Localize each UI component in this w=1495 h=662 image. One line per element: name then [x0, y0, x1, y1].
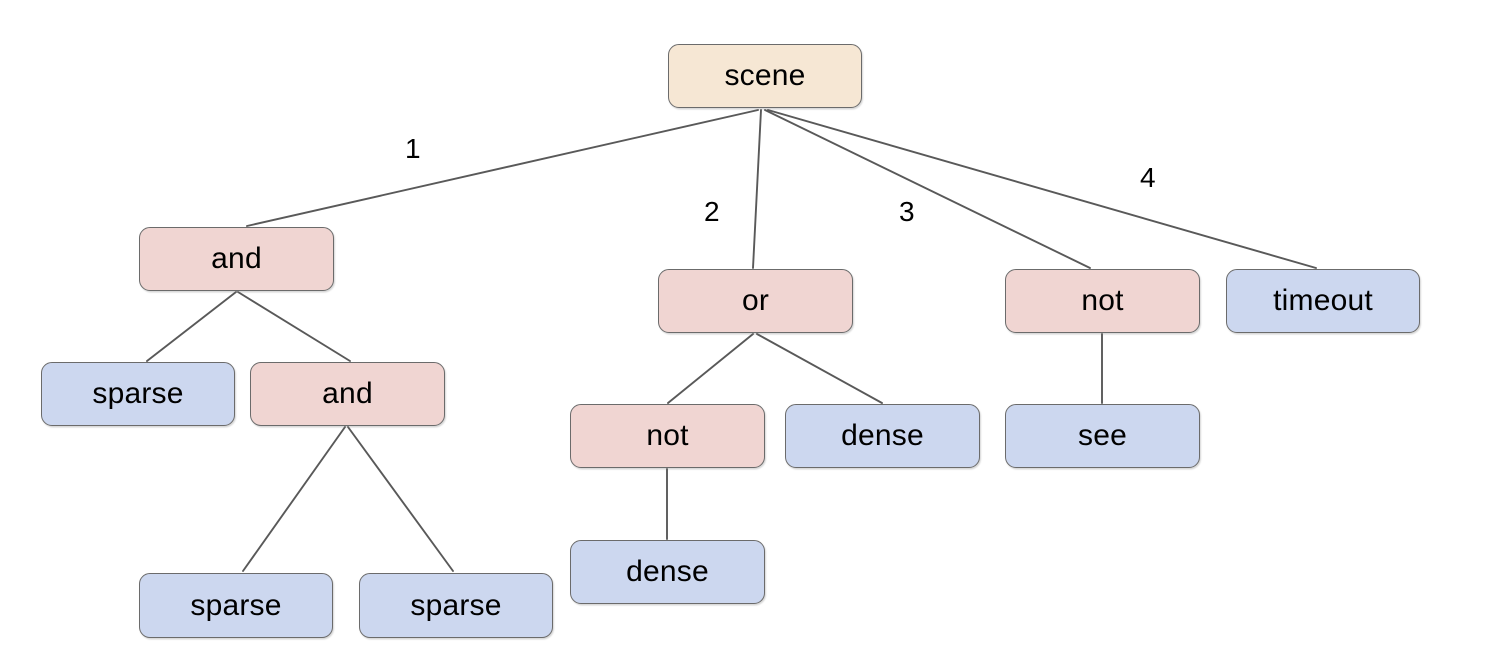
edge-label-1: 1: [405, 133, 421, 164]
tree-node-label: dense: [626, 555, 709, 588]
tree-node-and1[interactable]: and: [139, 227, 334, 291]
tree-node-label: not: [1081, 284, 1124, 317]
tree-edge-and1-to-sparse1: [146, 291, 237, 362]
tree-edge-and2-to-sparse2: [242, 426, 346, 572]
tree-node-dense1[interactable]: dense: [785, 404, 980, 468]
tree-edge-scene-to-or1: [752, 109, 762, 269]
tree-edge-scene-to-timeout: [767, 109, 1317, 269]
tree-node-or1[interactable]: or: [658, 269, 853, 333]
tree-node-label: and: [211, 242, 262, 275]
tree-node-timeout[interactable]: timeout: [1226, 269, 1420, 333]
tree-node-label: timeout: [1273, 284, 1373, 317]
tree-node-dense2[interactable]: dense: [570, 540, 765, 604]
tree-node-label: or: [741, 284, 770, 317]
tree-node-sparse1[interactable]: sparse: [41, 362, 235, 426]
edge-label-2: 2: [704, 196, 720, 227]
tree-node-label: see: [1078, 419, 1127, 452]
tree-node-sparse2[interactable]: sparse: [139, 573, 333, 638]
edge-label-3: 3: [899, 196, 915, 227]
tree-node-not2[interactable]: not: [1005, 269, 1200, 333]
tree-node-label: sparse: [92, 377, 184, 410]
tree-node-label: dense: [841, 419, 924, 452]
tree-edge-or1-to-dense1: [756, 333, 883, 404]
tree-edge-scene-to-and1: [246, 109, 759, 227]
tree-node-scene[interactable]: scene: [668, 44, 862, 108]
tree-node-label: not: [646, 419, 689, 452]
tree-edge-or1-to-not1: [667, 333, 754, 404]
tree-node-label: sparse: [190, 588, 282, 622]
tree-node-label: and: [322, 377, 373, 410]
tree-node-label: sparse: [410, 588, 502, 622]
tree-edge-scene-to-not2: [764, 109, 1091, 269]
tree-node-sparse3[interactable]: sparse: [359, 573, 553, 638]
edge-label-4: 4: [1140, 162, 1156, 193]
tree-node-not1[interactable]: not: [570, 404, 765, 468]
tree-node-label: scene: [724, 59, 806, 92]
tree-node-see1[interactable]: see: [1005, 404, 1200, 468]
tree-node-and2[interactable]: and: [250, 362, 445, 426]
tree-edge-and2-to-sparse3: [347, 426, 454, 572]
tree-edge-and1-to-and2: [237, 291, 351, 362]
